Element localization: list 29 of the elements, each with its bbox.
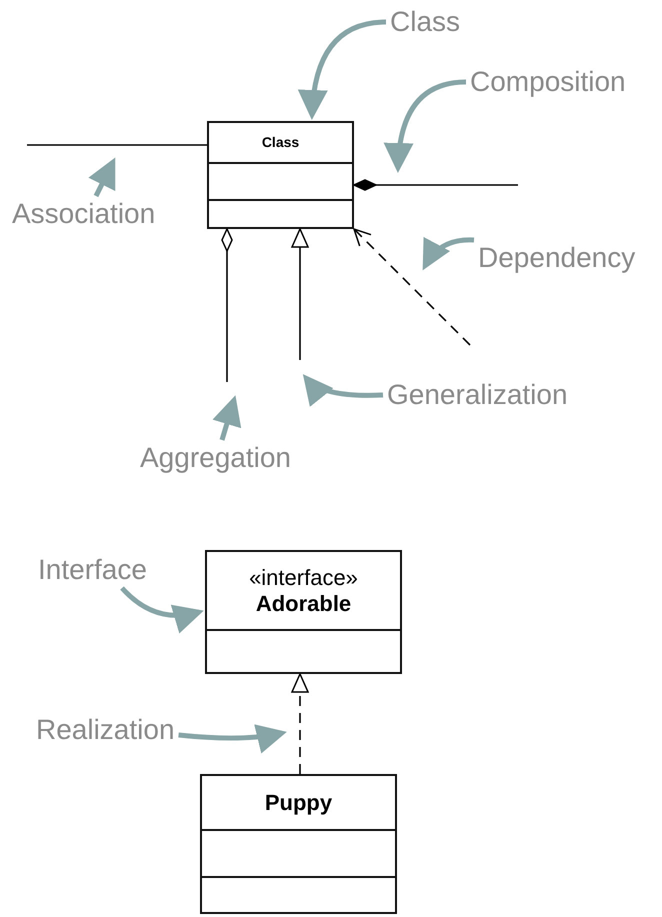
leader-line xyxy=(422,236,474,270)
leader-line xyxy=(212,395,242,441)
composition-line xyxy=(353,179,518,191)
leader-line xyxy=(302,374,384,406)
stereotype-label: «interface» xyxy=(249,565,358,590)
callout-label: Dependency xyxy=(478,244,636,272)
callout-label: Association xyxy=(12,200,156,228)
generalization-arrow xyxy=(291,228,309,360)
realization-arrow xyxy=(291,673,309,774)
class-box xyxy=(205,550,402,674)
class-box xyxy=(200,774,397,914)
class-name: Adorable xyxy=(256,590,352,616)
callout-label: Composition xyxy=(470,68,626,96)
callout-label: Realization xyxy=(36,716,175,744)
callout-label: Generalization xyxy=(387,381,568,409)
leader-line xyxy=(120,586,204,633)
leader-line xyxy=(298,20,386,120)
leader-line xyxy=(384,80,466,173)
association-line xyxy=(27,144,207,146)
class-box xyxy=(207,121,354,229)
class-name: Class xyxy=(262,134,300,151)
callout-label: Interface xyxy=(38,556,147,584)
leader-line xyxy=(88,158,116,198)
leader-line xyxy=(178,724,287,753)
aggregation-line xyxy=(221,228,233,382)
callout-label: Class xyxy=(390,8,460,36)
dependency-arrow xyxy=(353,228,471,346)
callout-label: Aggregation xyxy=(140,444,292,472)
class-name: Puppy xyxy=(264,790,332,816)
